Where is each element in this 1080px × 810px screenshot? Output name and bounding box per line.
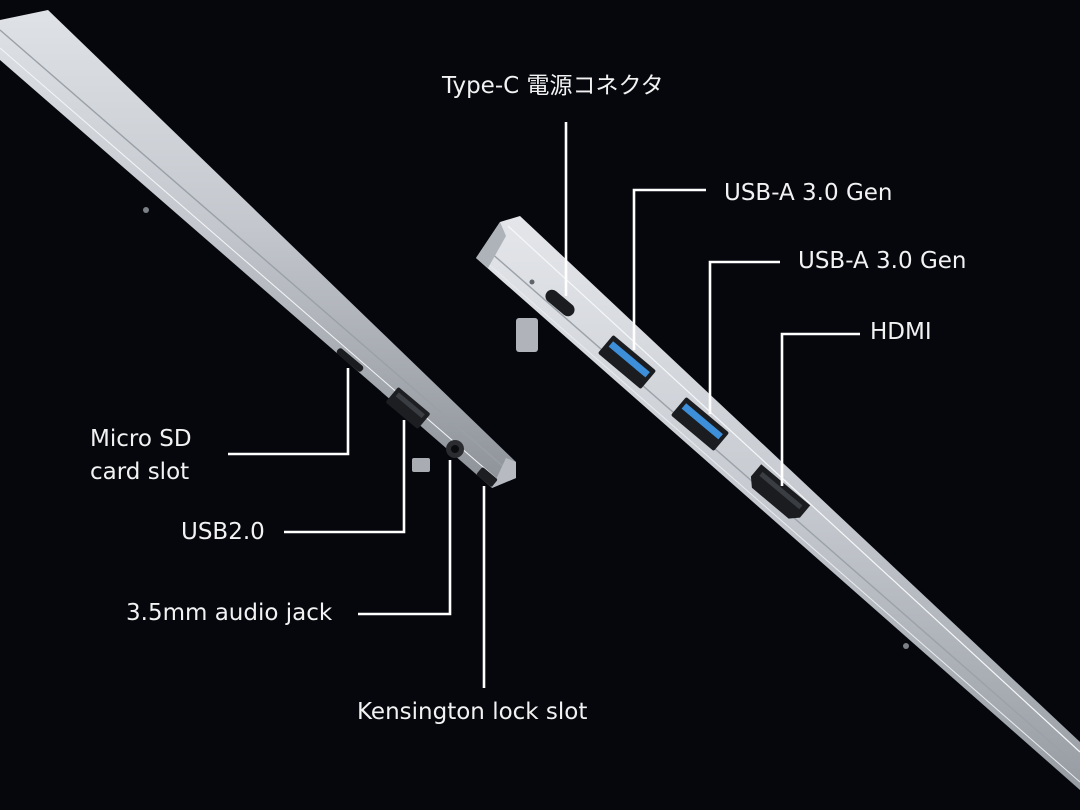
leader-usba1: [632, 188, 706, 350]
left-foot: [412, 458, 430, 472]
leader-usb2: [284, 420, 406, 534]
label-audio-jack: 3.5mm audio jack: [126, 600, 333, 626]
label-hdmi: HDMI: [870, 319, 932, 345]
label-usb-a-1: USB-A 3.0 Gen: [724, 180, 893, 206]
screw-icon: [143, 207, 149, 213]
hdmi-port: [750, 464, 811, 519]
label-usb-a-2: USB-A 3.0 Gen: [798, 248, 967, 274]
left-laptop-side: [0, 10, 516, 488]
leader-lines: [228, 122, 860, 688]
label-type-c: Type-C 電源コネクタ: [442, 73, 664, 99]
leader-microsd: [228, 368, 350, 456]
usb-a-port-1: [598, 335, 656, 389]
label-micro-sd: Micro SD card slot: [90, 426, 192, 485]
right-foot: [516, 318, 538, 352]
leader-hdmi: [780, 332, 860, 486]
label-kensington: Kensington lock slot: [357, 699, 588, 725]
micro-sd-port: [336, 348, 364, 372]
led-indicator: [529, 279, 535, 285]
type-c-port: [545, 289, 575, 317]
usb-a-port-2: [671, 397, 729, 451]
usb2-port: [386, 387, 430, 429]
label-usb2: USB2.0: [181, 519, 265, 545]
leader-audio: [358, 460, 452, 616]
leader-usba2: [708, 260, 780, 414]
screw-icon: [903, 643, 909, 649]
right-laptop-side: [476, 216, 1080, 790]
audio-jack-port: [446, 440, 464, 458]
kensington-port: [476, 467, 498, 487]
